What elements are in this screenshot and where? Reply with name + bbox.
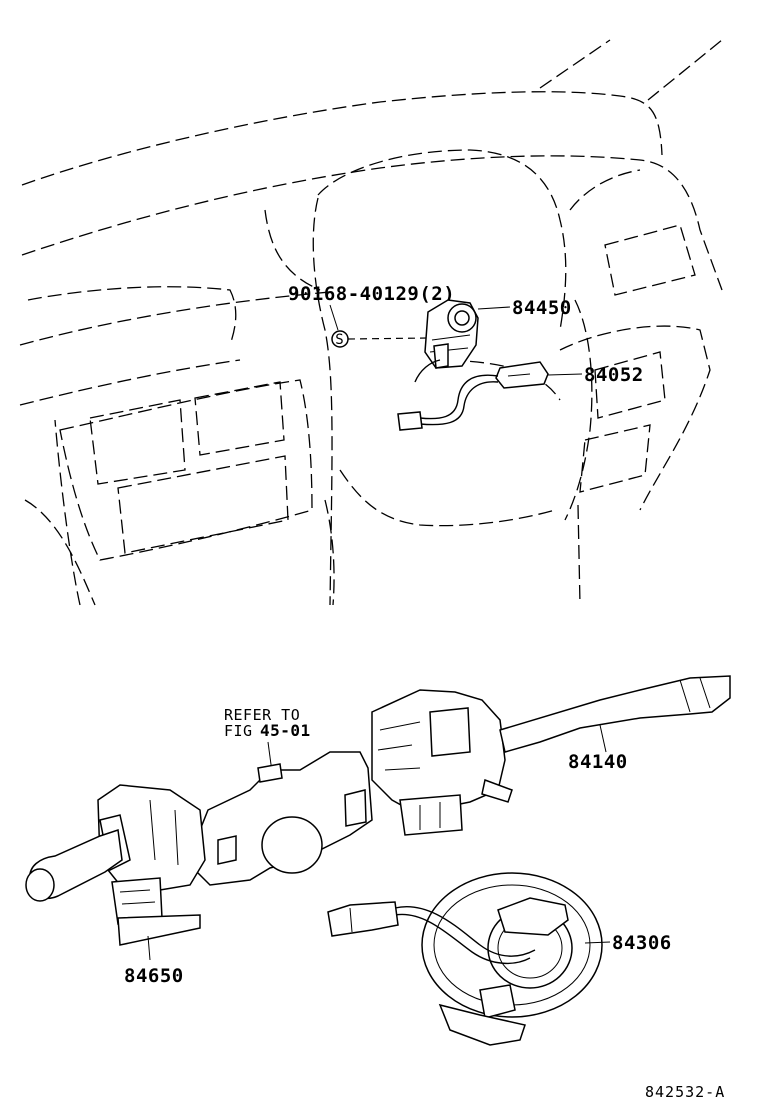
dashboard-outline: [19, 39, 723, 606]
screw-90168[interactable]: S: [331, 330, 429, 348]
label-84052[interactable]: 84052: [584, 364, 644, 386]
diagram-id: 842532-A: [645, 1083, 725, 1101]
turn-signal-switch-84650[interactable]: [25, 784, 206, 946]
label-84450[interactable]: 84450: [512, 297, 572, 319]
refer-fig-number[interactable]: 45-01: [260, 721, 311, 740]
label-84306[interactable]: 84306: [612, 932, 672, 954]
label-84650[interactable]: 84650: [124, 965, 184, 987]
label-90168-40129[interactable]: 90168-40129(2): [288, 283, 455, 305]
combination-switch-bracket: [194, 751, 373, 886]
refer-to-fig: FIG: [224, 722, 253, 740]
spiral-cable-84306[interactable]: [327, 872, 603, 1046]
wiper-switch-84140[interactable]: [371, 675, 731, 836]
label-84140[interactable]: 84140: [568, 751, 628, 773]
refer-to-line1: REFER TO: [224, 706, 300, 724]
ignition-switch-84450[interactable]: [424, 299, 479, 369]
harness-84052[interactable]: [397, 359, 549, 431]
screw-symbol: S: [335, 332, 344, 348]
